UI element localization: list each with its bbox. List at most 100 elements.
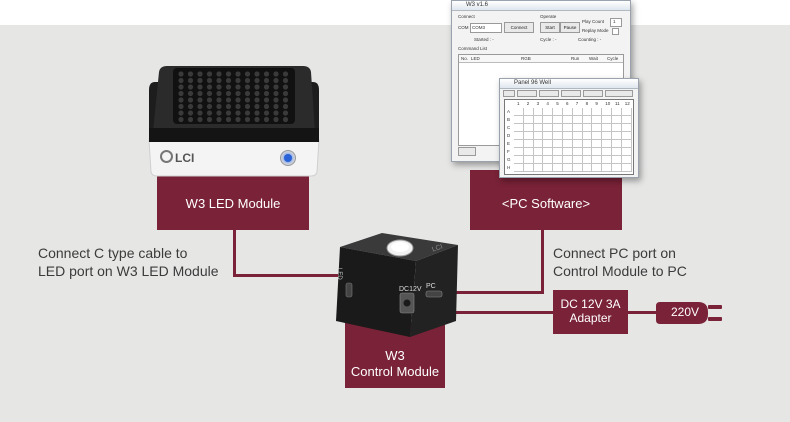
- plate-well-cell[interactable]: [543, 156, 554, 164]
- plate-well-cell[interactable]: [621, 140, 632, 148]
- plate-well-cell[interactable]: [621, 124, 632, 132]
- replay-mode-checkbox[interactable]: [612, 28, 619, 35]
- plate-well-cell[interactable]: [523, 132, 534, 140]
- toolbar-control-6[interactable]: [605, 90, 633, 97]
- plate-well-cell[interactable]: [533, 164, 544, 172]
- plate-well-cell[interactable]: [612, 124, 622, 132]
- plate-well-cell[interactable]: [572, 116, 583, 124]
- plate-well-cell[interactable]: [563, 108, 573, 116]
- plate-well-cell[interactable]: [612, 148, 622, 156]
- plate-well-cell[interactable]: [612, 140, 622, 148]
- plate-well-cell[interactable]: [523, 116, 534, 124]
- plate-well-cell[interactable]: [523, 164, 534, 172]
- plate-well-cell[interactable]: [602, 164, 612, 172]
- plate-well-cell[interactable]: [563, 156, 573, 164]
- plate-well-cell[interactable]: [592, 108, 603, 116]
- plate-well-cell[interactable]: [582, 132, 593, 140]
- plate-well-cell[interactable]: [514, 132, 524, 140]
- plate-well-cell[interactable]: [543, 124, 554, 132]
- plate-well-cell[interactable]: [523, 156, 534, 164]
- plate-well-cell[interactable]: [553, 148, 563, 156]
- com-select[interactable]: COM3: [470, 23, 502, 33]
- plate-well-cell[interactable]: [514, 164, 524, 172]
- plate-well-cell[interactable]: [592, 140, 603, 148]
- plate-well-cell[interactable]: [612, 108, 622, 116]
- plate-well-cell[interactable]: [602, 108, 612, 116]
- toolbar-control-1[interactable]: [503, 90, 515, 97]
- plate-well-cell[interactable]: [543, 132, 554, 140]
- plate-well-cell[interactable]: [612, 164, 622, 172]
- plate-well-cell[interactable]: [612, 116, 622, 124]
- plate-well-cell[interactable]: [582, 124, 593, 132]
- plate-well-cell[interactable]: [533, 116, 544, 124]
- plate-well-cell[interactable]: [621, 108, 632, 116]
- plate-well-cell[interactable]: [514, 124, 524, 132]
- plate-well-cell[interactable]: [563, 116, 573, 124]
- plate-well-cell[interactable]: [572, 156, 583, 164]
- plate-well-cell[interactable]: [621, 164, 632, 172]
- plate-well-cell[interactable]: [543, 108, 554, 116]
- pause-button[interactable]: Pause: [560, 22, 580, 33]
- plate-well-cell[interactable]: [553, 124, 563, 132]
- plate-well-cell[interactable]: [582, 116, 593, 124]
- toolbar-control-4[interactable]: [561, 90, 581, 97]
- plate-well-cell[interactable]: [514, 108, 524, 116]
- plate-well-cell[interactable]: [514, 148, 524, 156]
- plate-well-cell[interactable]: [612, 156, 622, 164]
- plate-well-cell[interactable]: [514, 116, 524, 124]
- plate-well-cell[interactable]: [582, 140, 593, 148]
- plate-well-cell[interactable]: [543, 140, 554, 148]
- plate-well-cell[interactable]: [602, 140, 612, 148]
- plate-well-cell[interactable]: [602, 156, 612, 164]
- plate-well-cell[interactable]: [602, 148, 612, 156]
- connect-button[interactable]: Connect: [504, 22, 534, 33]
- plate-well-cell[interactable]: [592, 148, 603, 156]
- command-add-button[interactable]: [458, 147, 476, 156]
- plate-well-cell[interactable]: [621, 156, 632, 164]
- plate-well-cell[interactable]: [621, 132, 632, 140]
- plate-well-cell[interactable]: [553, 116, 563, 124]
- plate-well-cell[interactable]: [553, 132, 563, 140]
- plate-well-cell[interactable]: [523, 108, 534, 116]
- plate-well-cell[interactable]: [592, 124, 603, 132]
- plate-well-cell[interactable]: [553, 156, 563, 164]
- plate-well-cell[interactable]: [563, 140, 573, 148]
- plate-well-cell[interactable]: [533, 132, 544, 140]
- plate-well-cell[interactable]: [602, 116, 612, 124]
- plate-well-cell[interactable]: [523, 124, 534, 132]
- plate-well-cell[interactable]: [533, 156, 544, 164]
- toolbar-control-5[interactable]: [583, 90, 603, 97]
- plate-well-cell[interactable]: [543, 116, 554, 124]
- plate-well-cell[interactable]: [582, 156, 593, 164]
- plate-well-cell[interactable]: [612, 132, 622, 140]
- plate-well-cell[interactable]: [543, 164, 554, 172]
- plate-well-cell[interactable]: [533, 124, 544, 132]
- plate-well-cell[interactable]: [523, 148, 534, 156]
- plate-well-cell[interactable]: [592, 164, 603, 172]
- plate-well-cell[interactable]: [602, 124, 612, 132]
- plate-well-cell[interactable]: [553, 164, 563, 172]
- plate-well-cell[interactable]: [621, 116, 632, 124]
- plate-well-cell[interactable]: [572, 140, 583, 148]
- plate-well-cell[interactable]: [514, 140, 524, 148]
- plate-well-cell[interactable]: [572, 164, 583, 172]
- plate-well-cell[interactable]: [572, 132, 583, 140]
- plate-well-cell[interactable]: [621, 148, 632, 156]
- plate-well-cell[interactable]: [592, 132, 603, 140]
- plate-well-cell[interactable]: [533, 140, 544, 148]
- plate-well-cell[interactable]: [553, 140, 563, 148]
- plate-well-cell[interactable]: [582, 108, 593, 116]
- toolbar-control-2[interactable]: [517, 90, 537, 97]
- plate-well-cell[interactable]: [592, 116, 603, 124]
- toolbar-control-3[interactable]: [539, 90, 559, 97]
- plate-well-cell[interactable]: [592, 156, 603, 164]
- start-button[interactable]: Start: [540, 22, 560, 33]
- plate-well-cell[interactable]: [563, 148, 573, 156]
- plate-well-cell[interactable]: [563, 132, 573, 140]
- plate-well-cell[interactable]: [602, 132, 612, 140]
- plate-well-cell[interactable]: [572, 108, 583, 116]
- plate-well-cell[interactable]: [582, 148, 593, 156]
- plate-well-cell[interactable]: [582, 164, 593, 172]
- plate-well-cell[interactable]: [553, 108, 563, 116]
